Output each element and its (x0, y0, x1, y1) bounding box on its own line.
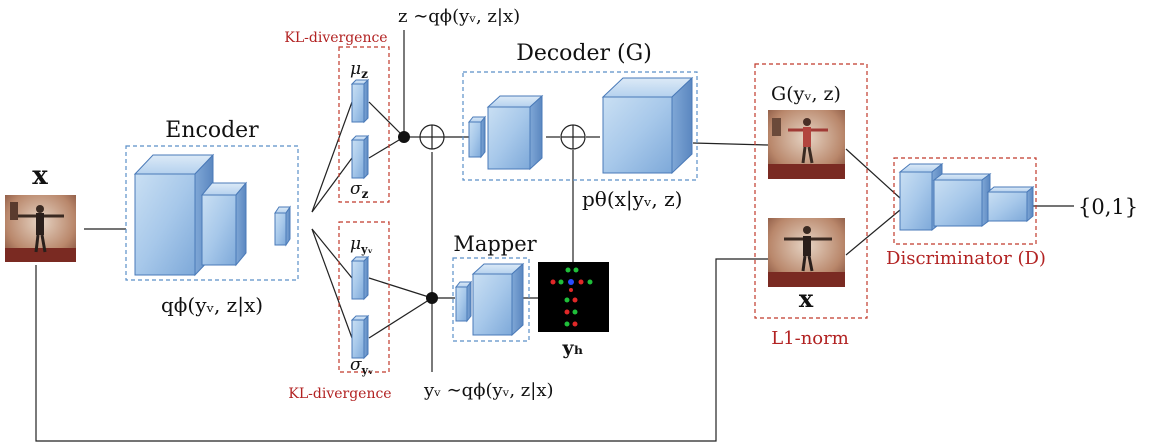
discriminator-block-2 (932, 173, 992, 227)
decoder-box (462, 71, 698, 181)
encoder-block-medium (200, 181, 248, 267)
generated-image (768, 110, 845, 179)
decoder-block-large (601, 76, 694, 175)
encoder-box (125, 145, 299, 281)
encoder-block-small (274, 205, 291, 247)
discriminator-output-label: {0,1} (1078, 195, 1138, 219)
input-image-x (5, 195, 76, 262)
input-x-label: x (32, 161, 48, 191)
mu-y-label: μyᵥ (350, 234, 373, 256)
sigma-z-label: σz (350, 179, 369, 201)
sigma-y-label: σyᵥ (350, 355, 373, 377)
sum-node-latent (419, 124, 445, 150)
mapper-block-small (454, 280, 473, 323)
l1-norm-box (754, 63, 868, 319)
y-sample-label: yᵥ ∼qϕ(yᵥ, z|x) (423, 380, 554, 401)
real-image-x (768, 218, 845, 287)
sampling-dot-y (426, 292, 438, 304)
mapper-block-medium (471, 262, 525, 337)
pose-heatmap (538, 262, 609, 332)
connection-lines (35, 30, 1074, 442)
sum-node-pose (560, 124, 586, 150)
encoder-distribution-label: qϕ(yᵥ, z|x) (161, 293, 263, 318)
mu-z-vector (350, 78, 370, 124)
sigma-z-vector (350, 134, 370, 180)
decoder-block-small (467, 115, 487, 159)
mu-z-label: μz (350, 59, 368, 81)
z-sample-label: z ∼qϕ(yᵥ, z|x) (398, 6, 520, 27)
sampling-dot-z (398, 131, 410, 143)
decoder-title: Decoder (G) (516, 41, 652, 66)
discriminator-block-3 (986, 185, 1035, 223)
l1-norm-label: L1-norm (771, 328, 849, 349)
kl-box-z (338, 46, 390, 203)
kl-box-y (338, 221, 390, 373)
mapper-title: Mapper (453, 232, 537, 256)
real-image-label: x (799, 284, 814, 313)
discriminator-label: Discriminator (D) (886, 248, 1046, 269)
decoder-block-medium (486, 94, 544, 171)
encoder-block-large (133, 153, 215, 277)
generated-image-label: G(yᵥ, z) (771, 83, 841, 105)
discriminator-box (893, 157, 1037, 245)
mu-y-vector (350, 255, 370, 301)
kl-divergence-top-label: KL-divergence (284, 30, 387, 46)
encoder-title: Encoder (165, 118, 259, 143)
kl-divergence-bottom-label: KL-divergence (288, 386, 391, 402)
mapper-box (452, 257, 530, 342)
decoder-distribution-label: pθ(x|yᵥ, z) (582, 187, 682, 212)
sigma-y-vector (350, 314, 370, 360)
heatmap-label: yₕ (562, 337, 584, 359)
